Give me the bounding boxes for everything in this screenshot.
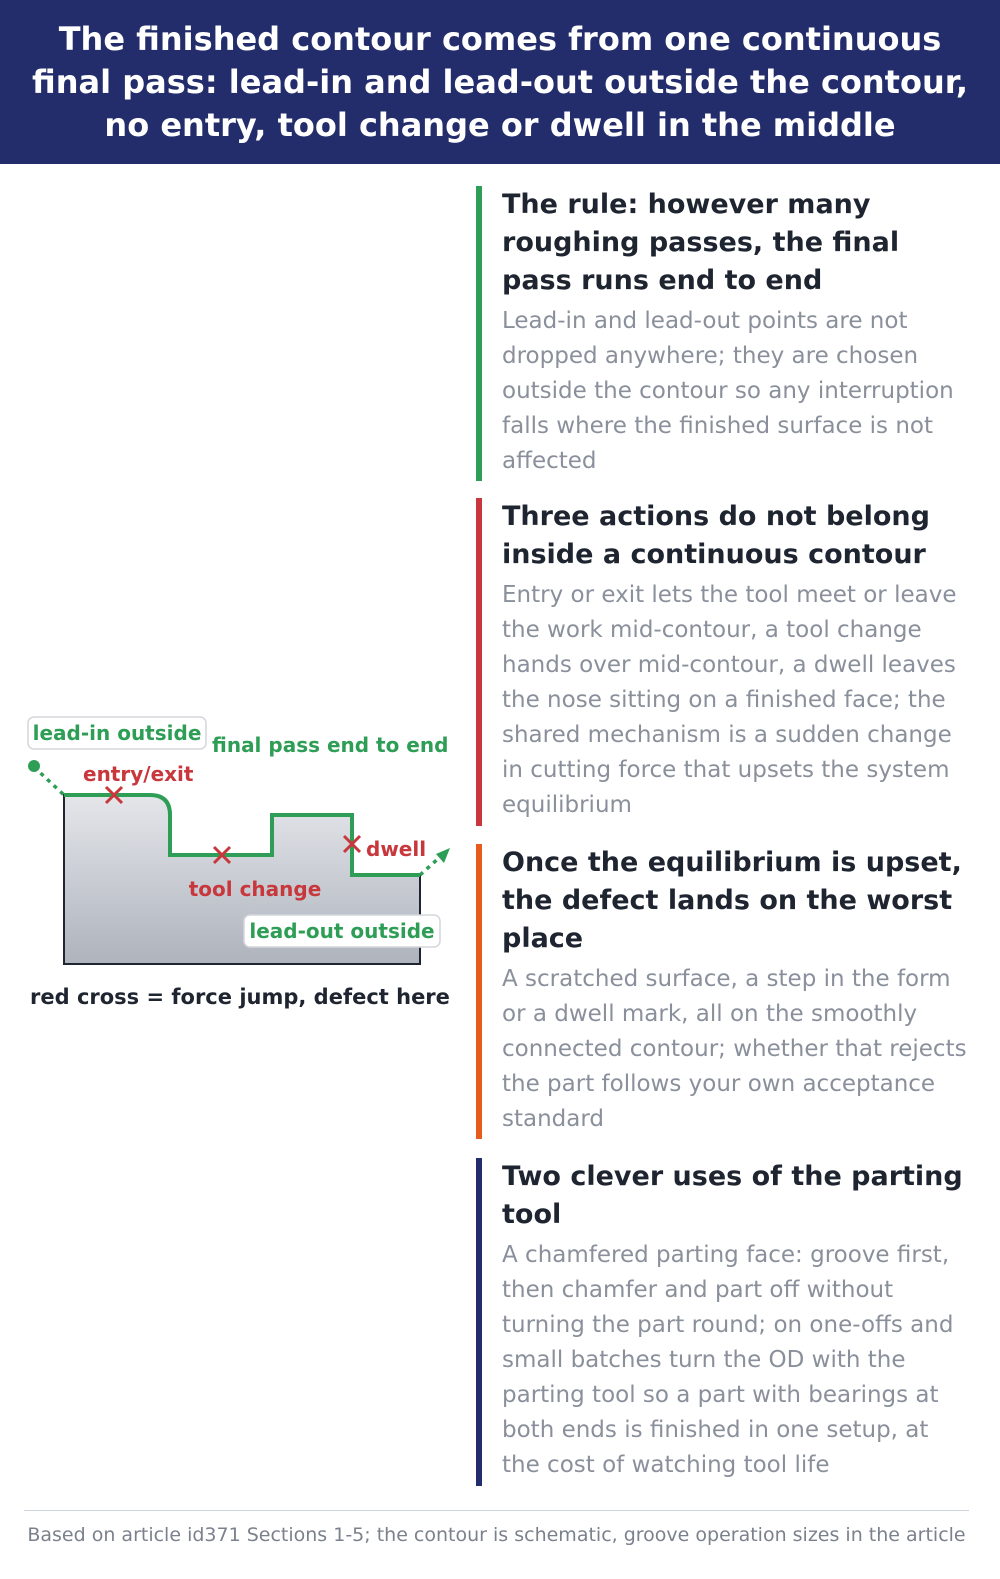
lead-in-label: lead-in outside: [33, 721, 202, 745]
lead-in-point: [28, 760, 40, 772]
section-body: A scratched surface, a step in the form …: [502, 966, 967, 1132]
section-three-actions: Three actions do not belong inside a con…: [476, 498, 970, 826]
diagram-caption: red cross = force jump, defect here: [30, 985, 450, 1009]
section-rule: The rule: however many roughing passes, …: [476, 186, 970, 481]
lead-out-arrow: [436, 848, 450, 863]
footer-divider: [24, 1510, 969, 1511]
lead-in-path: [32, 765, 66, 797]
dwell-label: dwell: [366, 837, 426, 861]
cross-entry-exit: [104, 785, 124, 805]
footer-note: Based on article id371 Sections 1-5; the…: [27, 1524, 966, 1546]
lead-out-label: lead-out outside: [249, 919, 434, 943]
section-body: A chamfered parting face: groove first, …: [502, 1242, 954, 1478]
lead-in-label-box: [27, 716, 207, 750]
section-title: Once the equilibrium is upset, the defec…: [502, 847, 962, 954]
page-title: The finished contour comes from one cont…: [32, 19, 968, 144]
final-pass-label: final pass end to end: [212, 733, 448, 757]
cross-dwell: [342, 834, 362, 854]
section-title: The rule: however many roughing passes, …: [502, 189, 900, 296]
section-body: Entry or exit lets the tool meet or leav…: [502, 582, 957, 818]
contour-svg: lead-in outside final pass end to end en…: [27, 716, 450, 965]
entry-exit-label: entry/exit: [83, 762, 194, 786]
section-title: Two clever uses of the parting tool: [502, 1161, 963, 1230]
contour-diagram: lead-in outside final pass end to end en…: [20, 705, 470, 1015]
tool-change-label: tool change: [189, 877, 322, 901]
section-title: Three actions do not belong inside a con…: [502, 501, 930, 570]
lead-out-label-box: [243, 914, 441, 948]
cross-tool-change: [212, 845, 232, 865]
header-banner: The finished contour comes from one cont…: [0, 0, 1000, 164]
section-body: Lead-in and lead-out points are not drop…: [502, 308, 954, 474]
section-equilibrium: Once the equilibrium is upset, the defec…: [476, 844, 970, 1139]
final-pass-contour: [64, 793, 420, 877]
section-parting-tool: Two clever uses of the parting tool A ch…: [476, 1158, 970, 1486]
